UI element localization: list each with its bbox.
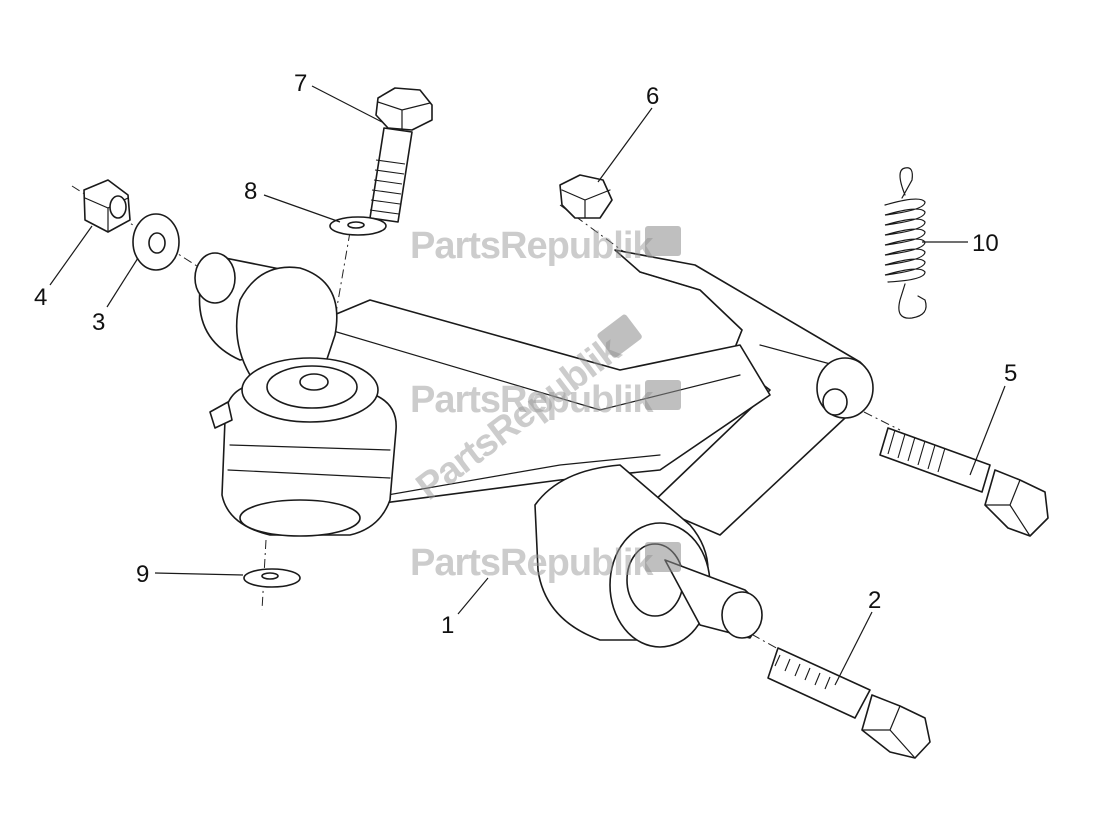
svg-text:PartsRepublik: PartsRepublik (410, 379, 654, 421)
callout-1: 1 (441, 612, 454, 639)
callout-2: 2 (868, 587, 881, 614)
watermark-2: PartsRepublik (410, 379, 681, 421)
top-bolt-part (369, 87, 433, 223)
gear-flag-icon (597, 314, 642, 358)
svg-text:PartsRepublik: PartsRepublik (410, 225, 654, 267)
bolt-part (879, 427, 1049, 537)
callout-6: 6 (646, 83, 659, 110)
swing-arm-part (194, 249, 874, 648)
gear-flag-icon (645, 380, 681, 410)
callout-7: 7 (294, 70, 307, 97)
spring-part (884, 167, 927, 319)
lower-washer-part (243, 568, 301, 588)
gear-flag-icon (645, 226, 681, 256)
upper-washer-part (329, 216, 387, 236)
watermark-1: PartsRepublik (410, 225, 681, 267)
nut-part (83, 179, 131, 233)
callout-5: 5 (1004, 360, 1017, 387)
callout-8: 8 (244, 178, 257, 205)
nut-part-upper (559, 174, 613, 219)
gear-flag-icon (645, 542, 681, 572)
watermark-3: PartsRepublik (410, 542, 681, 584)
washer-part (132, 213, 180, 271)
rear-bolt-part (767, 647, 931, 759)
leader-lines (49, 85, 1006, 686)
callout-9: 9 (136, 561, 149, 588)
callout-4: 4 (34, 284, 47, 311)
svg-text:PartsRepublik: PartsRepublik (410, 542, 654, 584)
callout-3: 3 (92, 309, 105, 336)
callout-10: 10 (972, 230, 999, 257)
callout-labels: 1 2 3 4 5 6 7 8 9 10 (34, 70, 1017, 639)
